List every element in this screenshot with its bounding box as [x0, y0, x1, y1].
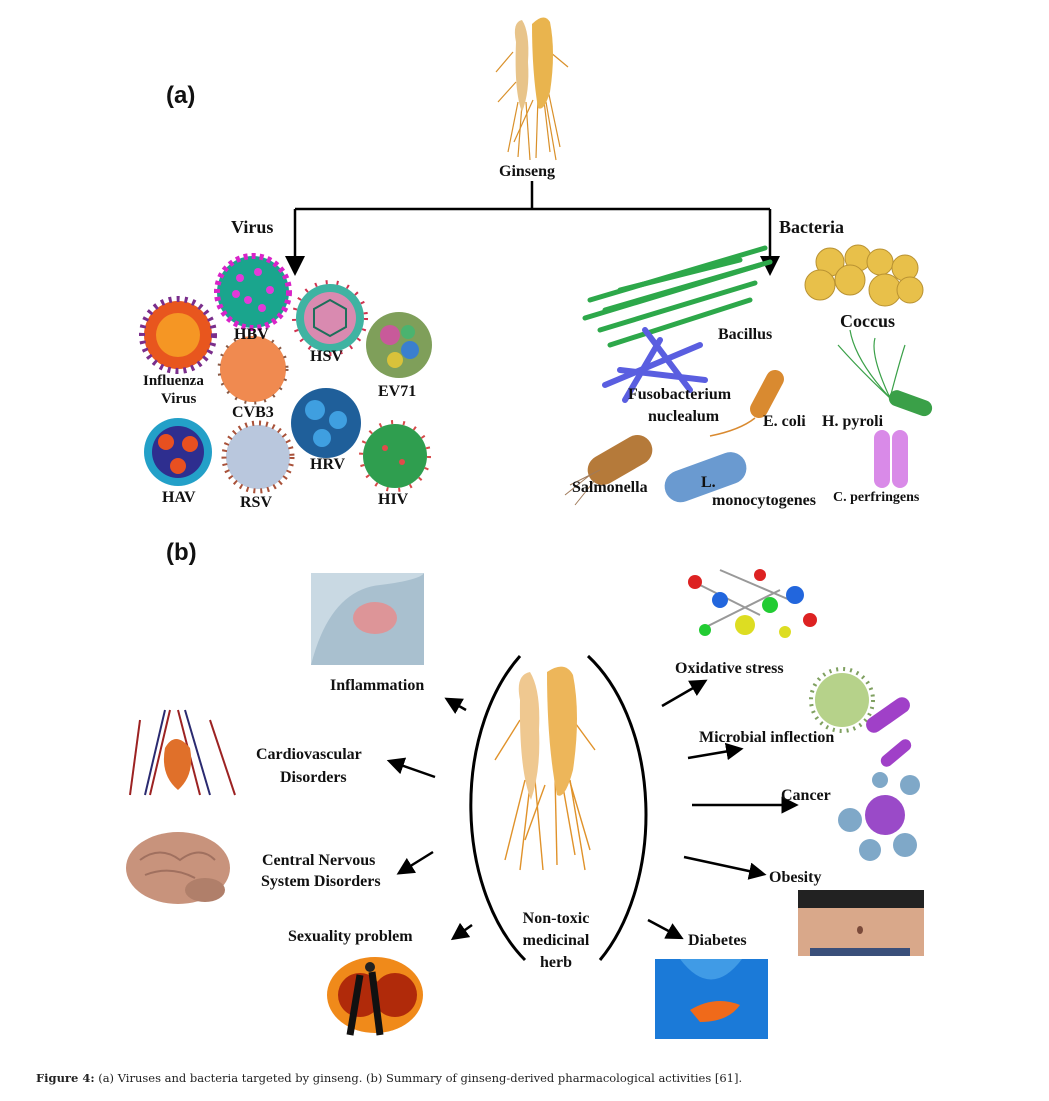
cvb3-label: CVB3	[232, 404, 274, 421]
inflammation-shoulder-image	[311, 573, 424, 665]
influenza-label-line2: Virus	[161, 391, 197, 407]
center-label-line1: Non-toxic	[522, 910, 590, 927]
listeria-icon	[664, 452, 747, 503]
c-perfringens-icon	[874, 430, 908, 488]
bacteria-branch-title: Bacteria	[779, 217, 844, 237]
figure-caption: Figure 4: (a) Viruses and bacteria targe…	[36, 1071, 742, 1085]
brain-image	[126, 832, 230, 904]
ev71-label: EV71	[378, 383, 417, 400]
listeria-label-line2: monocytogenes	[712, 492, 816, 509]
arrow-microbial	[687, 742, 744, 761]
cancer-cells-image	[835, 771, 925, 863]
hbv-virus-icon	[214, 253, 292, 331]
hiv-label: HIV	[378, 491, 409, 508]
microbial-infection-label: Microbial inflection	[699, 729, 835, 746]
tree-connector-lines	[285, 181, 780, 276]
influenza-label-line1: Influenza	[143, 373, 204, 389]
cns-label-line2: System Disorders	[261, 873, 381, 890]
ginseng-root-image-top	[495, 17, 569, 161]
oxidative-molecule-image	[675, 555, 823, 645]
oxidative-stress-label: Oxidative stress	[675, 660, 784, 677]
salmonella-icon	[564, 435, 653, 506]
inflammation-label: Inflammation	[330, 677, 425, 694]
hbv-label: HBV	[234, 326, 269, 343]
microbial-image	[809, 667, 912, 767]
bacillus-icon	[582, 245, 773, 348]
diabetes-pancreas-image	[655, 959, 768, 1039]
hrv-label: HRV	[310, 456, 345, 473]
ev71-virus-icon	[366, 312, 432, 378]
diabetes-label: Diabetes	[688, 932, 747, 949]
arrow-obesity	[683, 855, 767, 880]
cns-label-line1: Central Nervous	[262, 852, 376, 869]
center-label-line2: medicinal	[522, 932, 590, 949]
arrow-inflammation	[444, 697, 467, 714]
arrow-oxidative	[661, 679, 708, 708]
hsv-label: HSV	[310, 348, 343, 365]
fusobacterium-icon	[602, 327, 708, 403]
arrow-cns	[396, 850, 434, 875]
panel-b-label: (b)	[166, 539, 197, 566]
left-arc	[469, 655, 527, 962]
activity-arrows	[386, 654, 799, 962]
ginseng-root-image-center	[494, 666, 596, 871]
arrow-cardiovascular	[386, 757, 436, 779]
hsv-virus-icon	[292, 280, 368, 356]
bacillus-label: Bacillus	[718, 326, 773, 343]
hiv-virus-icon	[359, 420, 431, 492]
arrow-diabetes	[647, 918, 684, 940]
sexuality-label: Sexuality problem	[288, 928, 413, 945]
hav-label: HAV	[162, 489, 196, 506]
ginseng-label: Ginseng	[499, 163, 556, 180]
ecoli-icon	[709, 369, 784, 437]
cancer-label: Cancer	[781, 787, 831, 804]
right-arc	[586, 654, 648, 961]
panel-a-label: (a)	[166, 82, 196, 109]
cardiovascular-heart-image	[129, 709, 236, 796]
coccus-label: Coccus	[840, 311, 895, 331]
cvb3-virus-icon	[217, 333, 289, 405]
rsv-label: RSV	[240, 494, 273, 511]
virus-branch-title: Virus	[231, 217, 274, 237]
obesity-label: Obesity	[769, 869, 822, 886]
sexuality-runners-image	[327, 957, 423, 1036]
listeria-label-line1: L.	[701, 474, 716, 491]
influenza-virus-icon	[139, 296, 217, 374]
cardiovascular-label-line2: Disorders	[280, 769, 347, 786]
coccus-icon	[804, 244, 924, 307]
virus-illustrations	[139, 253, 432, 494]
hrv-virus-icon	[291, 388, 361, 458]
cardiovascular-label-line1: Cardiovascular	[256, 746, 362, 763]
fusobacterium-label-line2: nuclealum	[648, 408, 720, 425]
caption-text: (a) Viruses and bacteria targeted by gin…	[94, 1071, 743, 1085]
hav-virus-icon	[144, 418, 212, 486]
hpyroli-icon	[837, 329, 933, 417]
c-perfringens-label: C. perfringens	[833, 490, 920, 505]
fusobacterium-label-line1: Fusobacterium	[628, 386, 732, 403]
ecoli-label: E. coli	[763, 413, 806, 430]
hpyroli-label: H. pyroli	[822, 413, 884, 430]
bacteria-illustrations	[564, 244, 933, 506]
obesity-belly-image	[798, 890, 924, 956]
salmonella-label: Salmonella	[572, 479, 648, 496]
center-label-line3: herb	[540, 954, 572, 971]
activity-illustrations	[126, 555, 925, 1039]
caption-prefix: Figure 4:	[36, 1071, 95, 1085]
rsv-virus-icon	[221, 420, 295, 494]
arrow-sexuality	[450, 922, 473, 941]
